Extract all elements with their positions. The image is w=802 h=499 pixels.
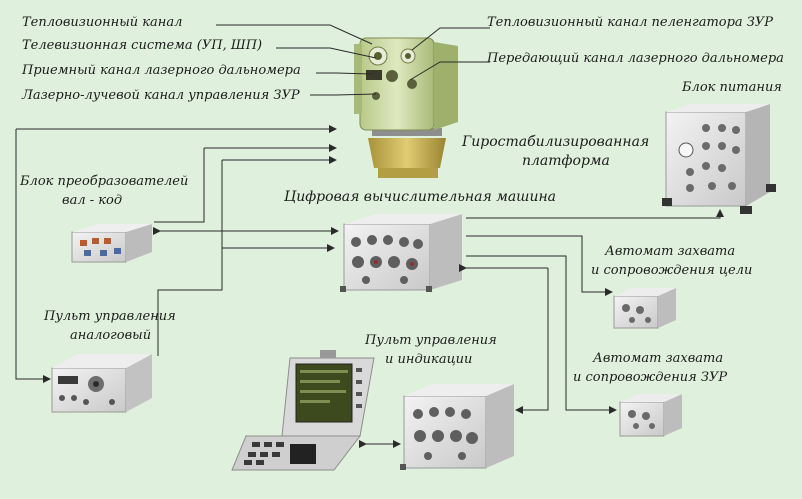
- link-head-analog: [15, 129, 51, 383]
- label-converter-line1: Блок преобразователей: [19, 174, 188, 189]
- analog-panel-device: [51, 354, 152, 413]
- label-control-panel-line1: Пульт управления: [364, 333, 497, 348]
- label-analog-panel-line1: Пульт управления: [43, 309, 176, 324]
- label-laser-tx: Передающий канал лазерного дальномера: [486, 51, 784, 66]
- control-terminal-device: [231, 350, 375, 471]
- label-converter-line2: вал - код: [62, 193, 122, 208]
- link-computer-power: [466, 209, 724, 219]
- label-gyro-line2: платформа: [522, 153, 610, 169]
- label-thermal-bearing: Тепловизионный канал пеленгатора ЗУР: [487, 15, 773, 30]
- label-auto-sam-line1: Автомат захвата: [592, 351, 723, 366]
- label-laser-rx: Приемный канал лазерного дальномера: [21, 63, 301, 78]
- pointer-laser-tx: [409, 61, 490, 81]
- pointer-tv-system: [276, 47, 377, 59]
- indication-computer-device: [400, 384, 514, 470]
- optical-head-device: [354, 37, 458, 178]
- label-computer: Цифровая вычислительная машина: [284, 189, 556, 205]
- computer-device: [340, 214, 462, 292]
- label-control-panel-line2: и индикации: [385, 352, 472, 367]
- label-auto-sam-line2: и сопровождения ЗУР: [573, 370, 727, 385]
- label-power-unit: Блок питания: [681, 80, 782, 95]
- labels: Тепловизионный канал Телевизионная систе…: [19, 15, 784, 385]
- link-converter-up: [154, 148, 205, 223]
- pointer-thermal-channel: [216, 24, 373, 45]
- connection-lines: [15, 24, 724, 448]
- label-thermal-channel: Тепловизионный канал: [22, 15, 182, 30]
- link-computer-sam: [466, 255, 617, 414]
- label-gyro-line1: Гиростабилизированная: [461, 134, 649, 150]
- converter-unit-device: [71, 224, 152, 263]
- auto-target-device: [613, 288, 676, 329]
- label-auto-target-line1: Автомат захвата: [604, 244, 735, 259]
- power-unit-device: [662, 104, 776, 214]
- label-laser-beam: Лазерно-лучевой канал управления ЗУР: [21, 88, 300, 103]
- pointer-laser-rx: [316, 72, 373, 75]
- label-auto-target-line2: и сопровождения цели: [591, 263, 752, 278]
- link-analog-up: [157, 248, 223, 356]
- link-computer-indicator: [515, 268, 549, 414]
- label-analog-panel-line2: аналоговый: [70, 328, 151, 343]
- pointer-laser-beam: [310, 93, 377, 96]
- auto-sam-device: [619, 394, 682, 437]
- label-tv-system: Телевизионная система (УП, ШП): [22, 38, 262, 53]
- link-computer-target: [466, 235, 613, 296]
- pointer-thermal-bearing: [411, 27, 490, 51]
